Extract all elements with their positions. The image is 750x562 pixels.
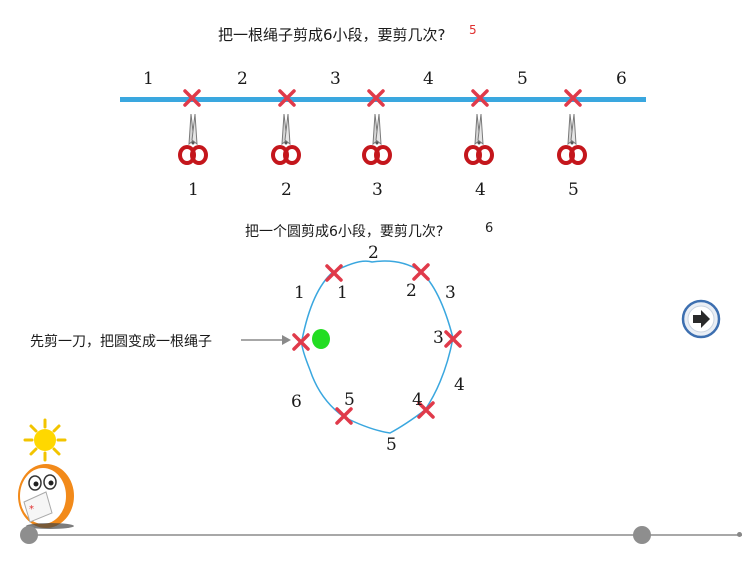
cross-mark-icon: [412, 263, 430, 281]
cross-mark-icon: [367, 89, 385, 107]
cross-mark-icon: [444, 330, 462, 348]
cross-mark-icon: [417, 401, 435, 419]
circle-note: 先剪一刀，把圆变成一根绳子: [30, 334, 212, 350]
rope-segment-label: 4: [423, 69, 434, 89]
circle-segment-label: 2: [368, 243, 379, 263]
green-dot: [312, 329, 330, 349]
timeline-position-knob[interactable]: [633, 526, 651, 544]
cross-mark-icon: [183, 89, 201, 107]
circle-segment-label: 5: [386, 435, 397, 455]
svg-text:*: *: [29, 504, 34, 515]
cross-mark-icon: [564, 89, 582, 107]
circle-cut-label: 3: [433, 328, 444, 348]
timeline-track[interactable]: [28, 534, 742, 536]
rope-segment-label: 6: [616, 69, 627, 89]
circle-cut-label: 4: [412, 390, 423, 410]
scissors-icon: [464, 113, 494, 165]
cross-mark-icon: [325, 264, 343, 282]
cross-mark-icon: [292, 333, 310, 351]
circle-segment-label: 4: [454, 375, 465, 395]
rope-segment-label: 5: [517, 69, 528, 89]
scissors-icon: [178, 113, 208, 165]
question-2-answer: 6: [485, 221, 494, 236]
sun-icon: [23, 418, 67, 462]
circle-segment-label: 3: [445, 283, 456, 303]
arrow-right-pointer-icon: [241, 335, 291, 345]
scissors-icon: [362, 113, 392, 165]
cut-number: 2: [281, 180, 292, 200]
circle-cut-label: 2: [406, 281, 417, 301]
rope-segment-label: 3: [330, 69, 341, 89]
circle-cut-label: 1: [337, 283, 348, 303]
cut-number: 4: [475, 180, 486, 200]
circle-segment-label: 1: [294, 283, 305, 303]
cross-mark-icon: [335, 407, 353, 425]
cross-mark-icon: [471, 89, 489, 107]
timeline-start-knob[interactable]: [20, 526, 38, 544]
circle-segment-label: 6: [291, 392, 302, 412]
cut-number: 5: [568, 180, 579, 200]
rope: [120, 97, 646, 102]
next-arrow-button[interactable]: [681, 299, 721, 339]
cross-mark-icon: [278, 89, 296, 107]
question-2-text: 把一个圆剪成6小段，要剪几次?: [245, 224, 444, 240]
question-1-text: 把一根绳子剪成6小段，要剪几次?: [218, 26, 446, 44]
question-1-answer: 5: [469, 23, 477, 37]
cut-number: 3: [372, 180, 383, 200]
mascot-icon: *: [18, 418, 74, 529]
scissors-icon: [557, 113, 587, 165]
timeline-end-dot: [737, 532, 742, 537]
scissors-icon: [271, 113, 301, 165]
rope-segment-label: 1: [143, 69, 154, 89]
rope-segment-label: 2: [237, 69, 248, 89]
circle-cut-label: 5: [344, 390, 355, 410]
cut-number: 1: [188, 180, 199, 200]
